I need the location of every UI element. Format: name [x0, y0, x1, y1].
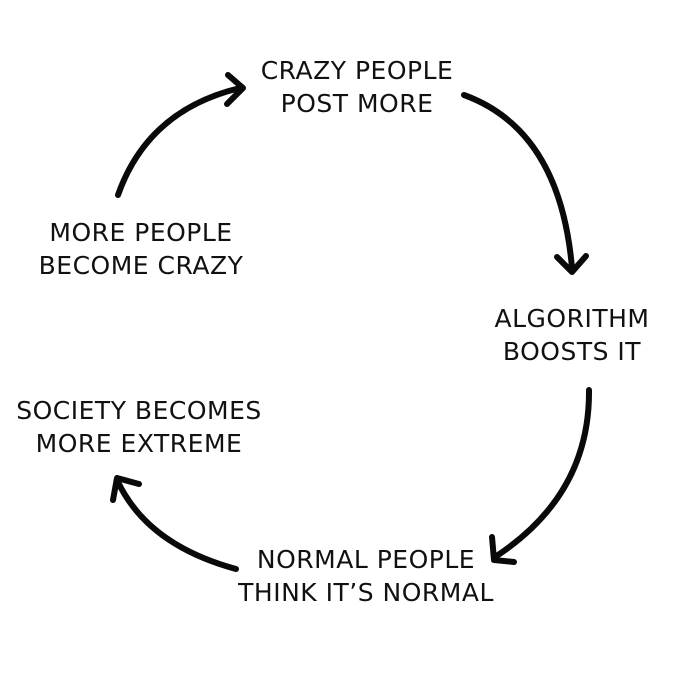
arrow-algorithm-to-normal — [489, 387, 593, 565]
node-label-line: SOCIETY BECOMES — [16, 396, 262, 425]
node-more-people-become-crazy: MORE PEOPLE BECOME CRAZY — [39, 216, 244, 282]
node-label-line: ALGORITHM — [494, 304, 650, 333]
node-label-line: BOOSTS IT — [502, 337, 642, 366]
node-normal-people-think-normal: NORMAL PEOPLE THINK IT’S NORMAL — [238, 543, 494, 609]
node-label-line: CRAZY PEOPLE — [260, 56, 454, 85]
arrow-crazy-to-post — [115, 72, 246, 198]
node-label-line: MORE EXTREME — [35, 429, 243, 458]
node-crazy-people-post-more: CRAZY PEOPLE POST MORE — [261, 54, 454, 120]
node-algorithm-boosts-it: ALGORITHM BOOSTS IT — [495, 302, 650, 368]
arrow-normal-to-society — [110, 475, 239, 572]
node-label-line: BECOME CRAZY — [38, 251, 244, 280]
node-label-line: NORMAL PEOPLE — [256, 545, 476, 574]
arrow-post-to-algorithm — [461, 92, 589, 275]
node-label-line: THINK IT’S NORMAL — [238, 578, 494, 607]
node-label-line: POST MORE — [280, 89, 434, 118]
node-society-becomes-more-extreme: SOCIETY BECOMES MORE EXTREME — [16, 394, 261, 460]
node-label-line: MORE PEOPLE — [49, 218, 233, 247]
